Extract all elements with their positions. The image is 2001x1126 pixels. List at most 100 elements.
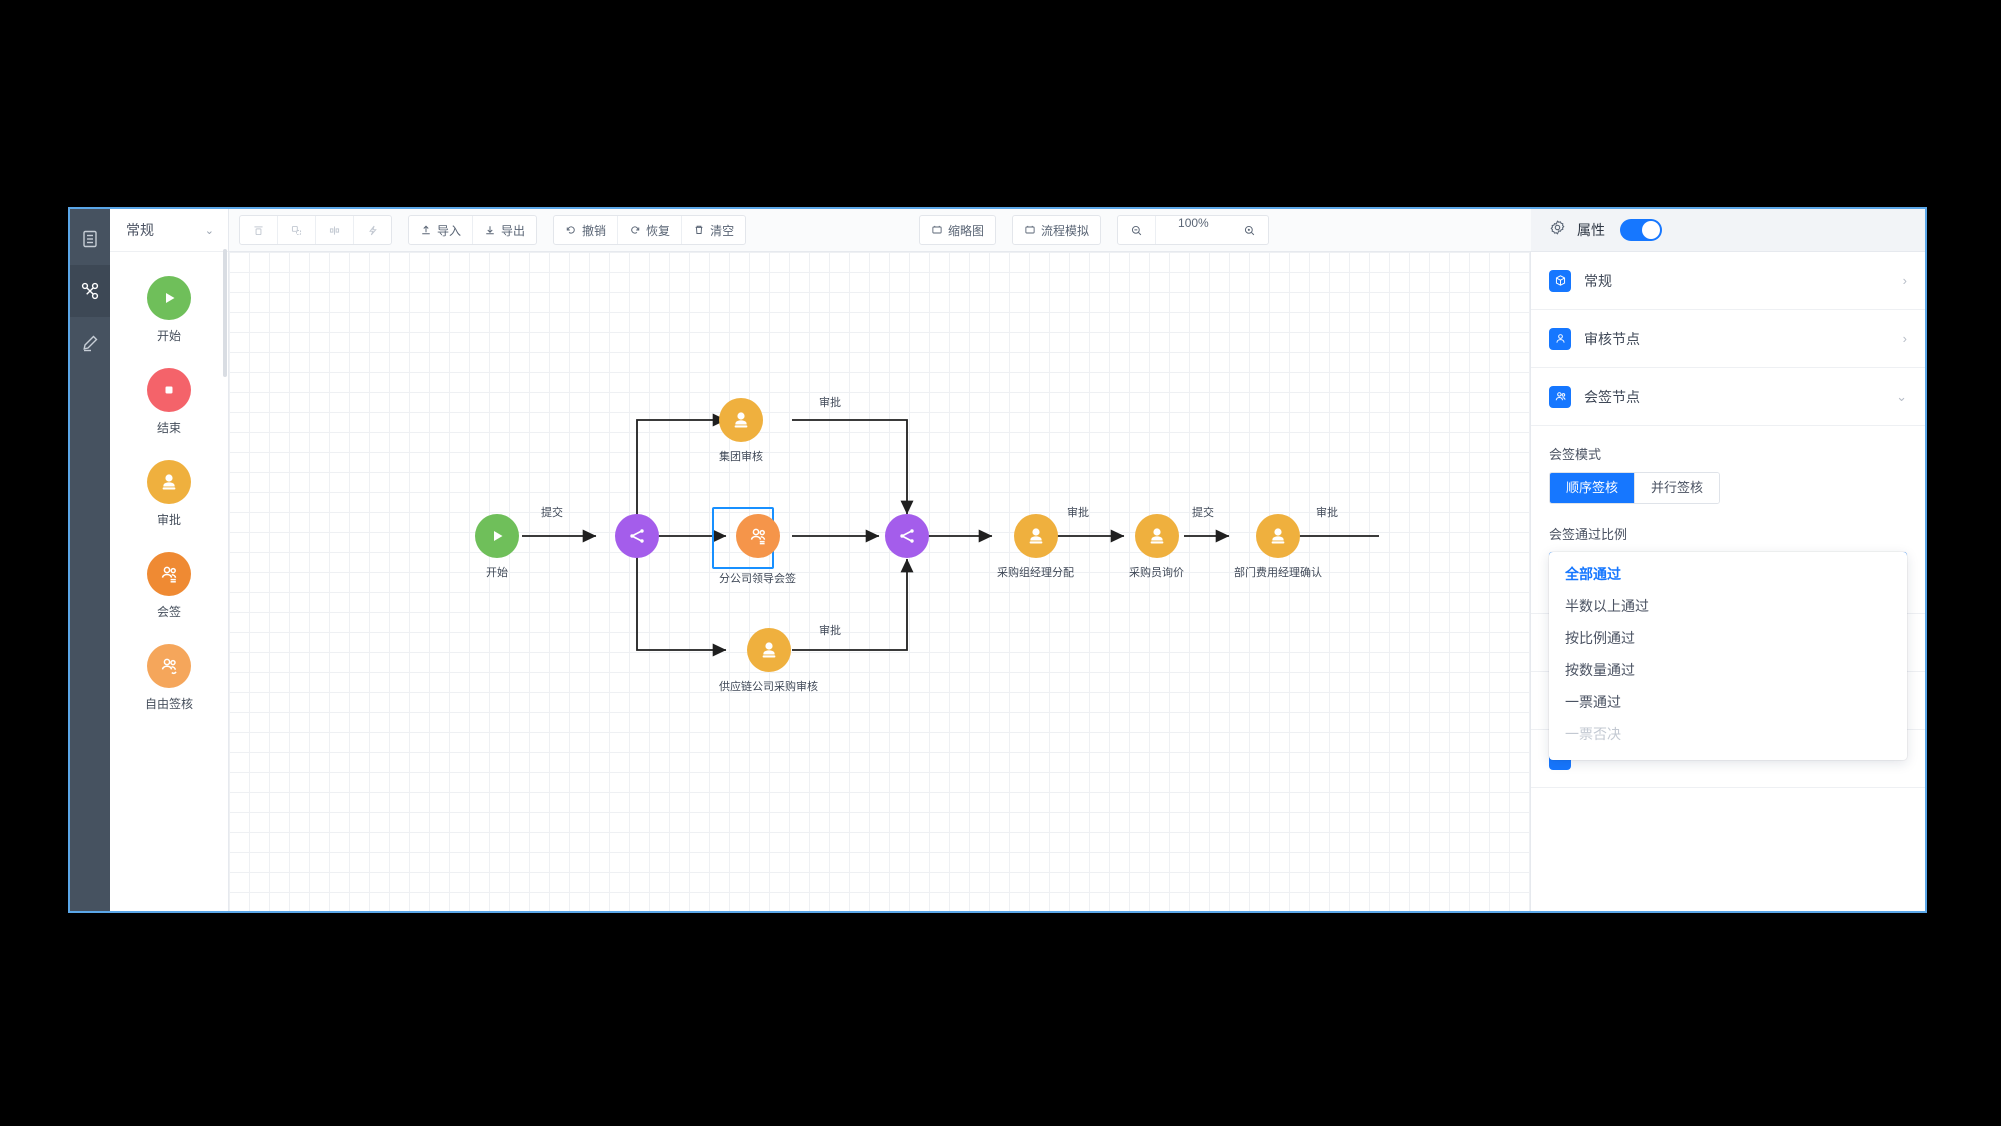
align-vertical-button[interactable]: [278, 216, 316, 244]
palette-item-end[interactable]: 结束: [110, 368, 228, 436]
thumbnail-button[interactable]: 缩略图: [920, 216, 995, 244]
countersign-mode-label: 会签模式: [1549, 447, 1602, 462]
play-icon: [147, 276, 191, 320]
edge-label: 审批: [1316, 507, 1338, 519]
palette-scrollbar[interactable]: [223, 249, 227, 377]
properties-panel: 属性 常规 ›: [1531, 209, 1925, 911]
edge-label: 审批: [819, 397, 841, 409]
undo-button[interactable]: 撤销: [554, 216, 619, 244]
zoom-in-icon: [1243, 224, 1256, 237]
simulate-button[interactable]: 流程模拟: [1013, 216, 1100, 244]
redo-label: 恢复: [646, 223, 671, 238]
auto-layout-button[interactable]: [354, 216, 391, 244]
property-section-label: 会签节点: [1584, 388, 1640, 405]
palette-item-label: 开始: [156, 329, 181, 343]
align-horizontal-button[interactable]: [316, 216, 354, 244]
rail-item-pen[interactable]: [70, 317, 110, 369]
flow-node-label: 开始: [486, 567, 508, 579]
palette-item-label: 自由签核: [144, 697, 193, 711]
pass-ratio-dropdown: 全部通过 半数以上通过 按比例通过 按数量通过 一票通过 一票否决: [1549, 552, 1907, 760]
thumbnail-group: 缩略图: [919, 215, 997, 245]
zoom-in-button[interactable]: [1231, 216, 1268, 244]
zoom-out-button[interactable]: [1118, 216, 1157, 244]
palette-item-label: 会签: [156, 605, 181, 619]
approve-icon: [746, 628, 791, 672]
flow-node-buyer-quote[interactable]: 采购员询价: [1129, 514, 1184, 580]
approve-icon: [719, 398, 763, 442]
flow-canvas[interactable]: 开始: [229, 252, 1531, 911]
dropdown-option-all-pass[interactable]: 全部通过: [1565, 566, 1621, 582]
gateway-icon: [615, 514, 659, 558]
palette-item-approve[interactable]: 审批: [110, 460, 228, 528]
user-icon: [1549, 327, 1571, 350]
gateway-icon: [885, 514, 929, 558]
properties-sections: 常规 › 审核节点 ›: [1531, 252, 1925, 911]
flow-node-buyer-manager[interactable]: 采购组经理分配: [997, 514, 1074, 580]
flow-node-label: 集团审核: [719, 451, 763, 463]
countersign-mode-segmented: 顺序签核 并行签核: [1549, 472, 1721, 504]
property-section-countersign-node[interactable]: 会签节点 ⌄: [1531, 368, 1925, 426]
palette-item-free-sign[interactable]: 自由签核: [110, 644, 228, 712]
undo-icon: [565, 224, 577, 236]
flow-node-branch-countersign[interactable]: 分公司领导会签: [719, 514, 796, 586]
approve-icon: [1134, 514, 1179, 558]
flow-node-gateway-1[interactable]: [615, 514, 659, 558]
palette-item-label: 结束: [156, 421, 181, 435]
dropdown-option-single-pass[interactable]: 一票通过: [1565, 694, 1621, 710]
redo-button[interactable]: 恢复: [618, 216, 683, 244]
export-icon: [484, 224, 496, 236]
simulate-label: 流程模拟: [1041, 223, 1090, 238]
edge-label: 审批: [1067, 507, 1089, 519]
flow-edges: [522, 413, 1379, 657]
dropdown-option-ratio-pass[interactable]: 按比例通过: [1565, 630, 1635, 646]
clear-button[interactable]: 清空: [682, 216, 745, 244]
rail-item-form[interactable]: [70, 213, 110, 265]
property-section-label: 常规: [1584, 272, 1612, 289]
chevron-down-icon: ⌄: [1896, 388, 1907, 404]
properties-toggle[interactable]: [1620, 219, 1662, 241]
center-column: 导入 导出: [229, 209, 1531, 911]
left-icon-rail: [70, 209, 110, 911]
flow-node-supply-review[interactable]: 供应链公司采购审核: [719, 628, 818, 694]
workflow-designer-window: 常规 ⌄ 开始 结束: [68, 207, 1927, 913]
property-section-general[interactable]: 常规 ›: [1531, 252, 1925, 310]
countersign-icon: [735, 514, 780, 558]
export-label: 导出: [501, 223, 526, 238]
align-horizontal-icon: [328, 224, 341, 237]
export-button[interactable]: 导出: [473, 216, 536, 244]
palette-group-header[interactable]: 常规 ⌄: [110, 209, 228, 252]
zoom-level: 100%: [1178, 216, 1209, 230]
flow-node-gateway-2[interactable]: [885, 514, 929, 558]
edge-label: 提交: [541, 507, 563, 519]
pass-ratio-label: 会签通过比例: [1549, 527, 1628, 542]
form-icon: [80, 229, 100, 249]
flow-node-dept-cost[interactable]: 部门费用经理确认: [1234, 514, 1322, 580]
cube-icon: [1549, 269, 1571, 292]
import-label: 导入: [437, 223, 462, 238]
properties-title: 属性: [1577, 222, 1605, 238]
properties-header: 属性: [1531, 209, 1925, 252]
palette-item-countersign[interactable]: 会签: [110, 552, 228, 620]
align-button-group: [239, 215, 392, 245]
flow-node-group-review[interactable]: 集团审核: [719, 398, 763, 464]
dropdown-option-majority-pass[interactable]: 半数以上通过: [1565, 598, 1649, 614]
dropdown-option-count-pass[interactable]: 按数量通过: [1565, 662, 1635, 678]
palette-item-start[interactable]: 开始: [110, 276, 228, 344]
flow-node-start[interactable]: 开始: [475, 514, 519, 580]
dropdown-option-single-veto: 一票否决: [1565, 726, 1621, 742]
rail-item-flow[interactable]: [70, 265, 110, 317]
align-top-icon: [252, 224, 265, 237]
simulate-icon: [1024, 224, 1036, 236]
approve-icon: [1256, 514, 1300, 558]
flow-node-label: 部门费用经理确认: [1234, 567, 1322, 579]
mode-parallel-button[interactable]: 并行签核: [1635, 473, 1720, 503]
chevron-right-icon: ›: [1902, 331, 1907, 346]
import-button[interactable]: 导入: [409, 216, 474, 244]
zoom-group: 100%: [1117, 215, 1269, 245]
zoom-out-icon: [1130, 224, 1143, 237]
gear-icon: [1549, 219, 1566, 241]
align-top-button[interactable]: [240, 216, 278, 244]
trash-icon: [693, 224, 705, 236]
property-section-review-node[interactable]: 审核节点 ›: [1531, 310, 1925, 368]
mode-sequential-button[interactable]: 顺序签核: [1550, 473, 1636, 503]
